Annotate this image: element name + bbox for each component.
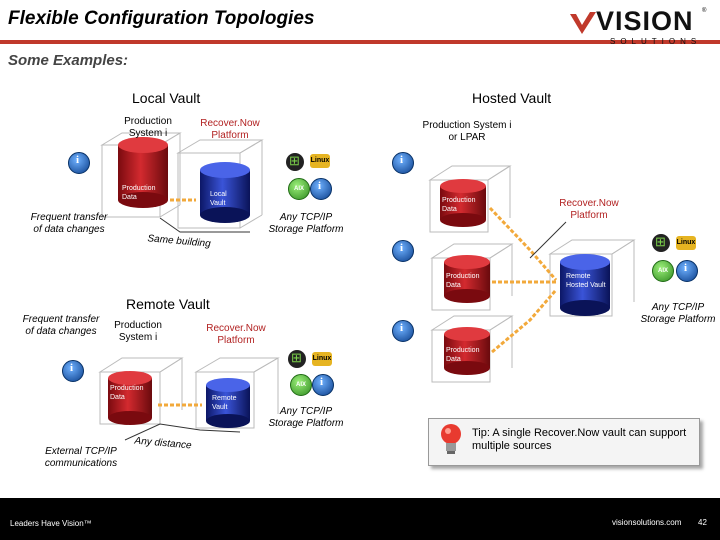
same-building-connector xyxy=(159,217,250,233)
hosted-recovernow-label: Recover.Now Platform xyxy=(559,198,619,221)
hosted-production-cylinder-3 xyxy=(444,327,490,375)
hosted-production-cylinder-1 xyxy=(440,179,486,227)
linux-icon: Linux xyxy=(310,154,330,168)
hosted-vault-cyl-text: Remote Hosted Vault xyxy=(566,273,606,289)
remote-storage-label: Any TCP/IP Storage Platform xyxy=(268,406,344,429)
page-subtitle: Some Examples: xyxy=(8,52,129,69)
system-i-icon xyxy=(68,152,90,174)
hosted-arrow-1 xyxy=(488,206,558,281)
hosted-production-data-text-1: Production Data xyxy=(442,197,476,213)
logo-subtext: SOLUTIONS xyxy=(610,37,702,46)
hosted-vault-cylinder xyxy=(560,254,610,316)
system-i-icon xyxy=(310,178,332,200)
system-i-icon xyxy=(392,240,414,262)
local-vault-heading: Local Vault xyxy=(132,90,201,106)
hosted-production-data-text-3: Production Data xyxy=(446,347,480,363)
local-production-cylinder xyxy=(118,137,168,208)
system-i-icon xyxy=(312,374,334,396)
aix-icon: AIX xyxy=(290,374,312,396)
remote-production-cylinder xyxy=(108,371,152,425)
local-production-label: Production System i xyxy=(124,116,172,139)
local-transfer-label: Frequent transfer of data changes xyxy=(30,212,108,235)
hosted-vault-box xyxy=(548,239,636,317)
tip-label: Tip xyxy=(472,427,487,439)
tip-text: Tip: A single Recover.Now vault can supp… xyxy=(472,427,692,453)
external-tcp-label: External TCP/IP communications xyxy=(44,446,118,469)
remote-vault-box xyxy=(194,357,280,429)
footer-tagline: Leaders Have Vision™ xyxy=(10,519,92,528)
remote-recovernow-label: Recover.Now Platform xyxy=(206,323,266,346)
tip-callout xyxy=(428,418,700,466)
hosted-vault-heading: Hosted Vault xyxy=(472,90,552,106)
system-i-icon xyxy=(392,152,414,174)
windows-icon xyxy=(288,350,306,368)
system-i-icon xyxy=(392,320,414,342)
logo-word: VISION xyxy=(596,6,694,36)
logo-mark-icon xyxy=(570,12,596,34)
remote-production-data-text: Production Data xyxy=(110,385,144,401)
hosted-production-box-mid xyxy=(430,243,514,311)
any-distance-connector xyxy=(124,423,241,441)
remote-vault-heading: Remote Vault xyxy=(126,296,210,312)
footer-bar xyxy=(0,498,720,540)
linux-icon: Linux xyxy=(676,236,696,250)
remote-transfer-label: Frequent transfer of data changes xyxy=(22,314,100,337)
local-vault-cylinder xyxy=(200,162,250,223)
lightbulb-icon xyxy=(441,424,461,454)
system-i-icon xyxy=(62,360,84,382)
title-divider xyxy=(0,40,720,44)
linux-icon: Linux xyxy=(312,352,332,366)
footer-website: visionsolutions.com xyxy=(612,518,682,527)
system-i-icon xyxy=(676,260,698,282)
aix-icon: AIX xyxy=(652,260,674,282)
hosted-production-cylinder-2 xyxy=(444,255,490,303)
windows-icon xyxy=(652,234,670,252)
logo-registered-mark: ® xyxy=(702,8,707,14)
hosted-storage-label: Any TCP/IP Storage Platform xyxy=(640,302,716,325)
vision-solutions-logo: VISION SOLUTIONS ® xyxy=(568,6,708,52)
aix-icon: AIX xyxy=(288,178,310,200)
hosted-production-label: Production System i or LPAR xyxy=(422,120,512,143)
local-storage-label: Any TCP/IP Storage Platform xyxy=(268,212,344,235)
local-recovernow-label: Recover.Now Platform xyxy=(200,118,260,141)
remote-vault-cyl-text: Remote Vault xyxy=(212,395,237,411)
hosted-production-data-text-2: Production Data xyxy=(446,273,480,289)
page-number: 42 xyxy=(698,518,707,527)
tip-body: : A single Recover.Now vault can support… xyxy=(472,427,687,452)
page-title: Flexible Configuration Topologies xyxy=(8,8,315,29)
topology-diagram xyxy=(98,132,636,441)
hosted-arrow-3 xyxy=(491,289,558,354)
remote-production-label: Production System i xyxy=(114,320,162,343)
windows-icon xyxy=(286,153,304,171)
local-vault-cyl-text: Local Vault xyxy=(210,191,227,207)
hosted-link-line xyxy=(529,221,567,259)
local-production-data-text: Production Data xyxy=(122,185,156,201)
remote-vault-cylinder xyxy=(206,378,250,428)
